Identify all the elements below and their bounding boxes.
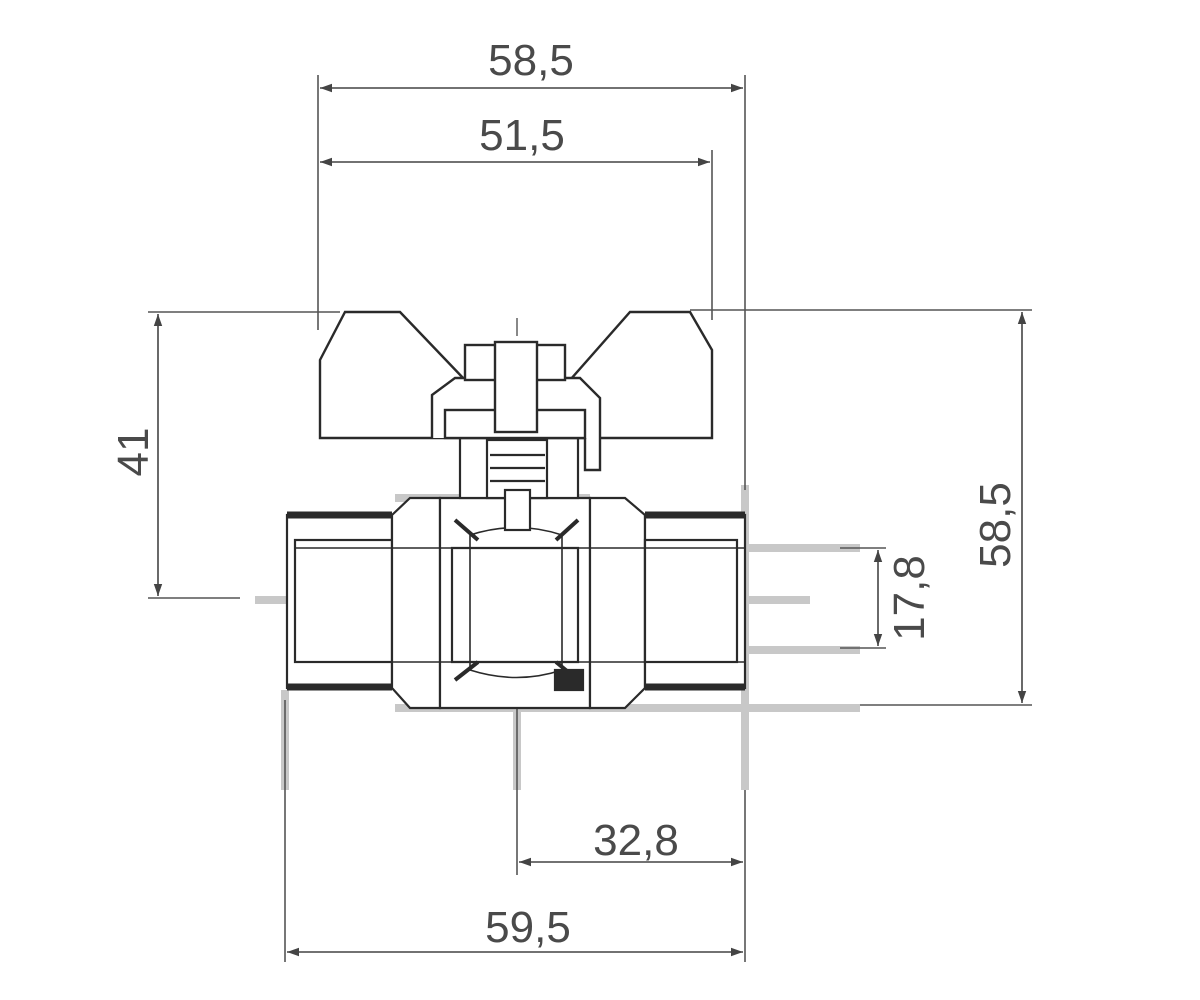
- dim-overall-handle-width: 58,5: [488, 36, 574, 85]
- dim-height-to-axis: 41: [109, 428, 158, 477]
- valve-stem: [458, 433, 580, 532]
- dimension-lines: [153, 83, 1027, 957]
- butterfly-handle: [318, 310, 714, 472]
- dim-overall-height: 58,5: [971, 482, 1020, 568]
- dim-body-length: 59,5: [485, 903, 571, 952]
- dim-handle-width: 51,5: [479, 111, 565, 160]
- dim-axis-to-end: 32,8: [593, 816, 679, 865]
- dim-bore-diameter: 17,8: [885, 555, 934, 641]
- extension-lines: [148, 75, 1032, 962]
- valve-body: [285, 496, 747, 710]
